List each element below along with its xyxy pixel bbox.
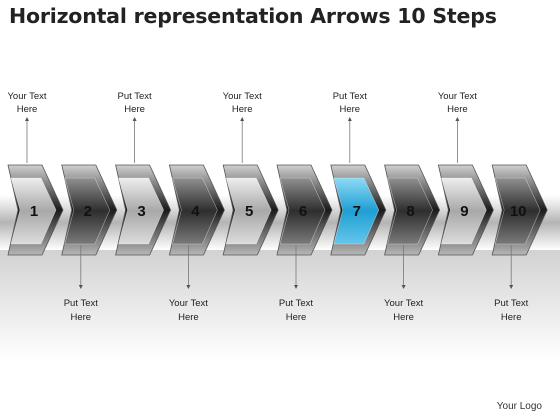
step-number: 10 bbox=[510, 203, 527, 220]
arrow-face bbox=[279, 177, 326, 245]
step-label-line1: Put Text bbox=[333, 91, 368, 102]
arrow-face bbox=[10, 177, 57, 245]
step-label-line2: Here bbox=[178, 312, 199, 323]
arrow-face bbox=[494, 177, 541, 245]
step-label-line1: Your Text bbox=[438, 91, 477, 102]
logo-text: Your Logo bbox=[496, 401, 542, 412]
arrow-face bbox=[441, 177, 487, 245]
step-label-line1: Put Text bbox=[64, 298, 99, 309]
step-arrow-4: 4 bbox=[168, 164, 225, 256]
step-number: 2 bbox=[84, 203, 92, 220]
step-label-line1: Put Text bbox=[118, 91, 153, 102]
step-label-line1: Put Text bbox=[279, 298, 314, 309]
step-number: 5 bbox=[245, 203, 253, 220]
arrow-face bbox=[64, 177, 111, 245]
diagram-title: Horizontal representation Arrows 10 Step… bbox=[9, 4, 497, 28]
step-arrow-7: 7 bbox=[330, 164, 387, 256]
arrow-face bbox=[118, 177, 164, 245]
step-label-line2: Here bbox=[286, 312, 307, 323]
step-label-line2: Here bbox=[17, 104, 38, 115]
step-label-line2: Here bbox=[393, 312, 414, 323]
step-label-line1: Your Text bbox=[223, 91, 262, 102]
step-label-line1: Put Text bbox=[494, 298, 529, 309]
step-arrow-5: 5 bbox=[222, 164, 279, 256]
step-number: 8 bbox=[406, 203, 414, 220]
step-number: 7 bbox=[353, 203, 361, 220]
step-label-line2: Here bbox=[501, 312, 522, 323]
step-label-line1: Your Text bbox=[7, 91, 46, 102]
step-number: 1 bbox=[30, 203, 38, 220]
step-number: 9 bbox=[460, 203, 468, 220]
step-label-line1: Your Text bbox=[169, 298, 208, 309]
step-number: 6 bbox=[299, 203, 307, 220]
step-number: 4 bbox=[191, 203, 200, 220]
step-label-line2: Here bbox=[340, 104, 361, 115]
step-label-line1: Your Text bbox=[384, 298, 423, 309]
step-number: 3 bbox=[137, 203, 145, 220]
step-arrow-10: 10 bbox=[491, 164, 548, 256]
step-arrow-3: 3 bbox=[115, 164, 172, 256]
step-arrow-1: 1 bbox=[7, 164, 64, 256]
step-arrow-8: 8 bbox=[384, 164, 441, 256]
step-arrow-6: 6 bbox=[276, 164, 333, 256]
arrow-face bbox=[225, 177, 272, 245]
arrow-face bbox=[387, 177, 433, 245]
step-label-line2: Here bbox=[447, 104, 468, 115]
step-label-line2: Here bbox=[124, 104, 145, 115]
floor-shadow bbox=[0, 250, 560, 360]
step-label-line2: Here bbox=[71, 312, 92, 323]
step-label-line2: Here bbox=[232, 104, 253, 115]
step-arrow-2: 2 bbox=[61, 164, 118, 256]
step-arrow-9: 9 bbox=[437, 164, 494, 256]
arrow-face bbox=[172, 177, 218, 245]
arrow-face bbox=[333, 177, 380, 245]
